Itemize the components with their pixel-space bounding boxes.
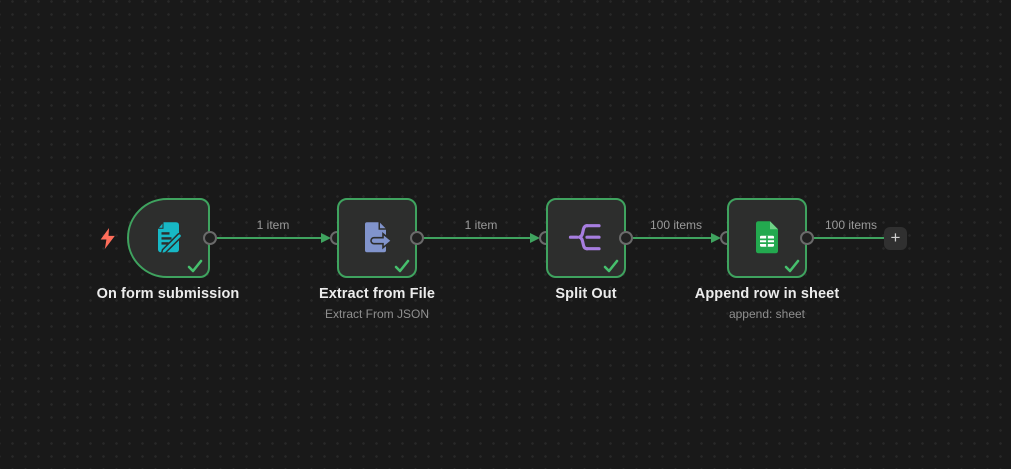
node-extract-from-file[interactable] (337, 198, 417, 278)
split-branch-icon (568, 224, 601, 251)
connection-4-label: 100 items (824, 218, 878, 232)
output-port-extract-from-file[interactable] (410, 231, 424, 245)
output-port-on-form-submission[interactable] (203, 231, 217, 245)
file-export-icon (365, 222, 393, 253)
success-check-icon (603, 259, 619, 273)
output-port-split-out[interactable] (619, 231, 633, 245)
success-check-icon (187, 259, 203, 273)
node-title-on-form-submission: On form submission (96, 286, 240, 302)
node-split-out[interactable] (546, 198, 626, 278)
node-subtitle-extract-from-file: Extract From JSON (324, 307, 429, 321)
connection-1[interactable] (217, 237, 323, 239)
node-subtitle-append-row-in-sheet: append: sheet (728, 307, 806, 321)
connection-3[interactable] (633, 237, 712, 239)
form-pencil-icon (156, 220, 182, 255)
success-check-icon (784, 259, 800, 273)
node-title-split-out: Split Out (555, 286, 617, 302)
connection-3-label: 100 items (649, 218, 703, 232)
google-sheets-icon (756, 221, 778, 254)
node-append-row-in-sheet[interactable] (727, 198, 807, 278)
lightning-icon (100, 228, 115, 249)
output-port-append-row-in-sheet[interactable] (800, 231, 814, 245)
connection-3-arrow-icon (711, 232, 721, 243)
connection-2-label: 1 item (464, 218, 498, 232)
connection-1-label: 1 item (256, 218, 290, 232)
connection-4[interactable] (814, 237, 886, 239)
connection-2-arrow-icon (530, 232, 540, 243)
node-on-form-submission[interactable] (127, 198, 210, 278)
success-check-icon (394, 259, 410, 273)
add-node-button[interactable]: + (884, 227, 907, 250)
connection-1-arrow-icon (321, 232, 331, 243)
node-title-append-row-in-sheet: Append row in sheet (694, 286, 840, 302)
node-title-extract-from-file: Extract from File (318, 286, 436, 302)
connection-2[interactable] (424, 237, 531, 239)
